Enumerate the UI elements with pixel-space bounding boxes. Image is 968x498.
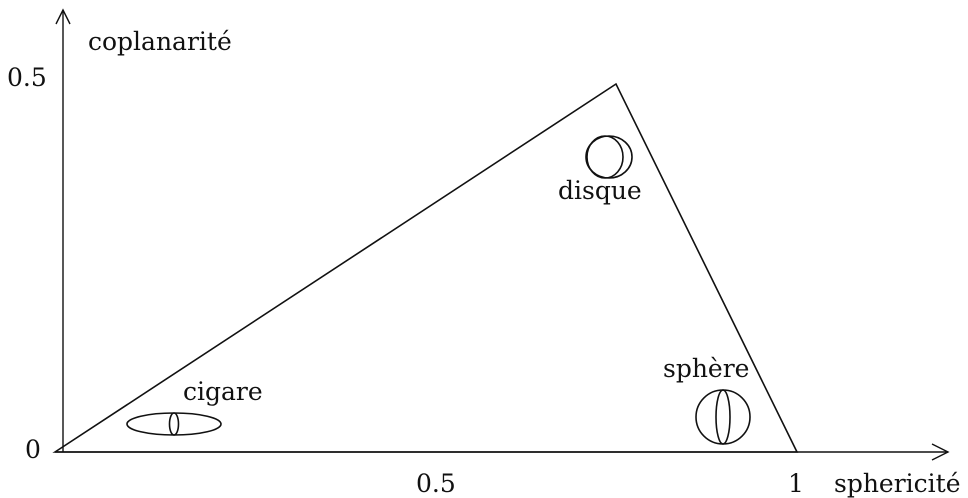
disque-shape-icon xyxy=(585,135,633,179)
y-tick-label-zero: 0 xyxy=(25,435,41,464)
cigare-shape-icon xyxy=(126,412,222,436)
x-tick-label-one: 1 xyxy=(788,469,804,498)
shape-triangle xyxy=(52,82,799,453)
y-axis-title: coplanarité xyxy=(88,27,232,56)
y-tick-label-half: 0.5 xyxy=(7,63,47,92)
sphere-label: sphère xyxy=(663,354,749,383)
cigare-label: cigare xyxy=(183,377,263,406)
y-axis xyxy=(55,8,71,452)
x-axis-arrow-icon xyxy=(931,443,950,461)
sphere-shape-icon xyxy=(695,389,751,445)
disque-label: disque xyxy=(558,176,642,205)
x-tick-label-half: 0.5 xyxy=(416,469,456,498)
y-axis-arrow-icon xyxy=(55,8,71,25)
x-axis-title: sphericité xyxy=(834,469,961,498)
